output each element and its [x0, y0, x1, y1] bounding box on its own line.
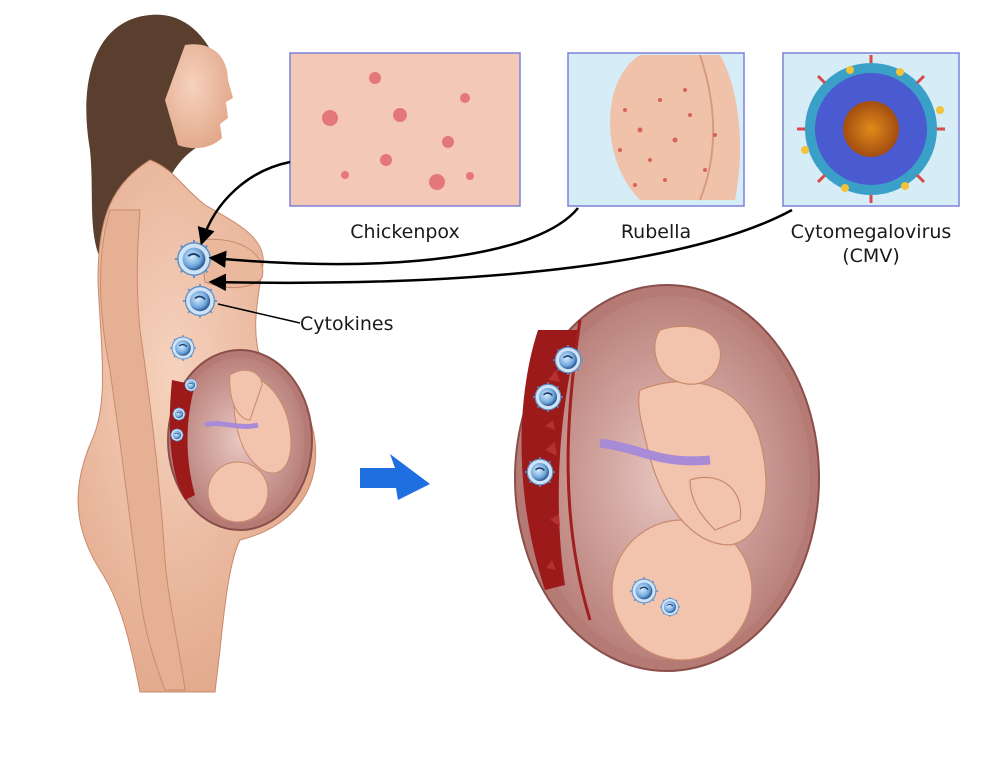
small-fetus [207, 369, 292, 523]
curved-pointer-arrows [197, 160, 793, 324]
large-uterus-cutaway [514, 284, 820, 672]
chickenpox-label: Chickenpox [350, 221, 460, 243]
cytokines-leader [217, 303, 301, 324]
blue-right-arrow-icon [360, 454, 430, 500]
pregnant-woman-figure [77, 14, 317, 693]
chickenpox-panel [289, 52, 521, 207]
rubella-panel [567, 52, 745, 207]
rubella-label: Rubella [620, 221, 692, 243]
face [165, 44, 233, 149]
cytokines-label: Cytokines [300, 313, 394, 335]
arm [100, 209, 186, 691]
cmv-label-line1: Cytomegalovirus [790, 221, 952, 243]
cmv-label-line2: (CMV) [842, 245, 900, 267]
small-uterus-cutaway [167, 349, 313, 531]
cmv-arrow [208, 208, 793, 292]
umbilical-cord [599, 438, 711, 466]
cmv-label: Cytomegalovirus (CMV) [768, 220, 974, 268]
chickenpox-arrow [197, 160, 291, 246]
cmv-panel [782, 52, 960, 207]
rubella-arrow [208, 207, 579, 268]
